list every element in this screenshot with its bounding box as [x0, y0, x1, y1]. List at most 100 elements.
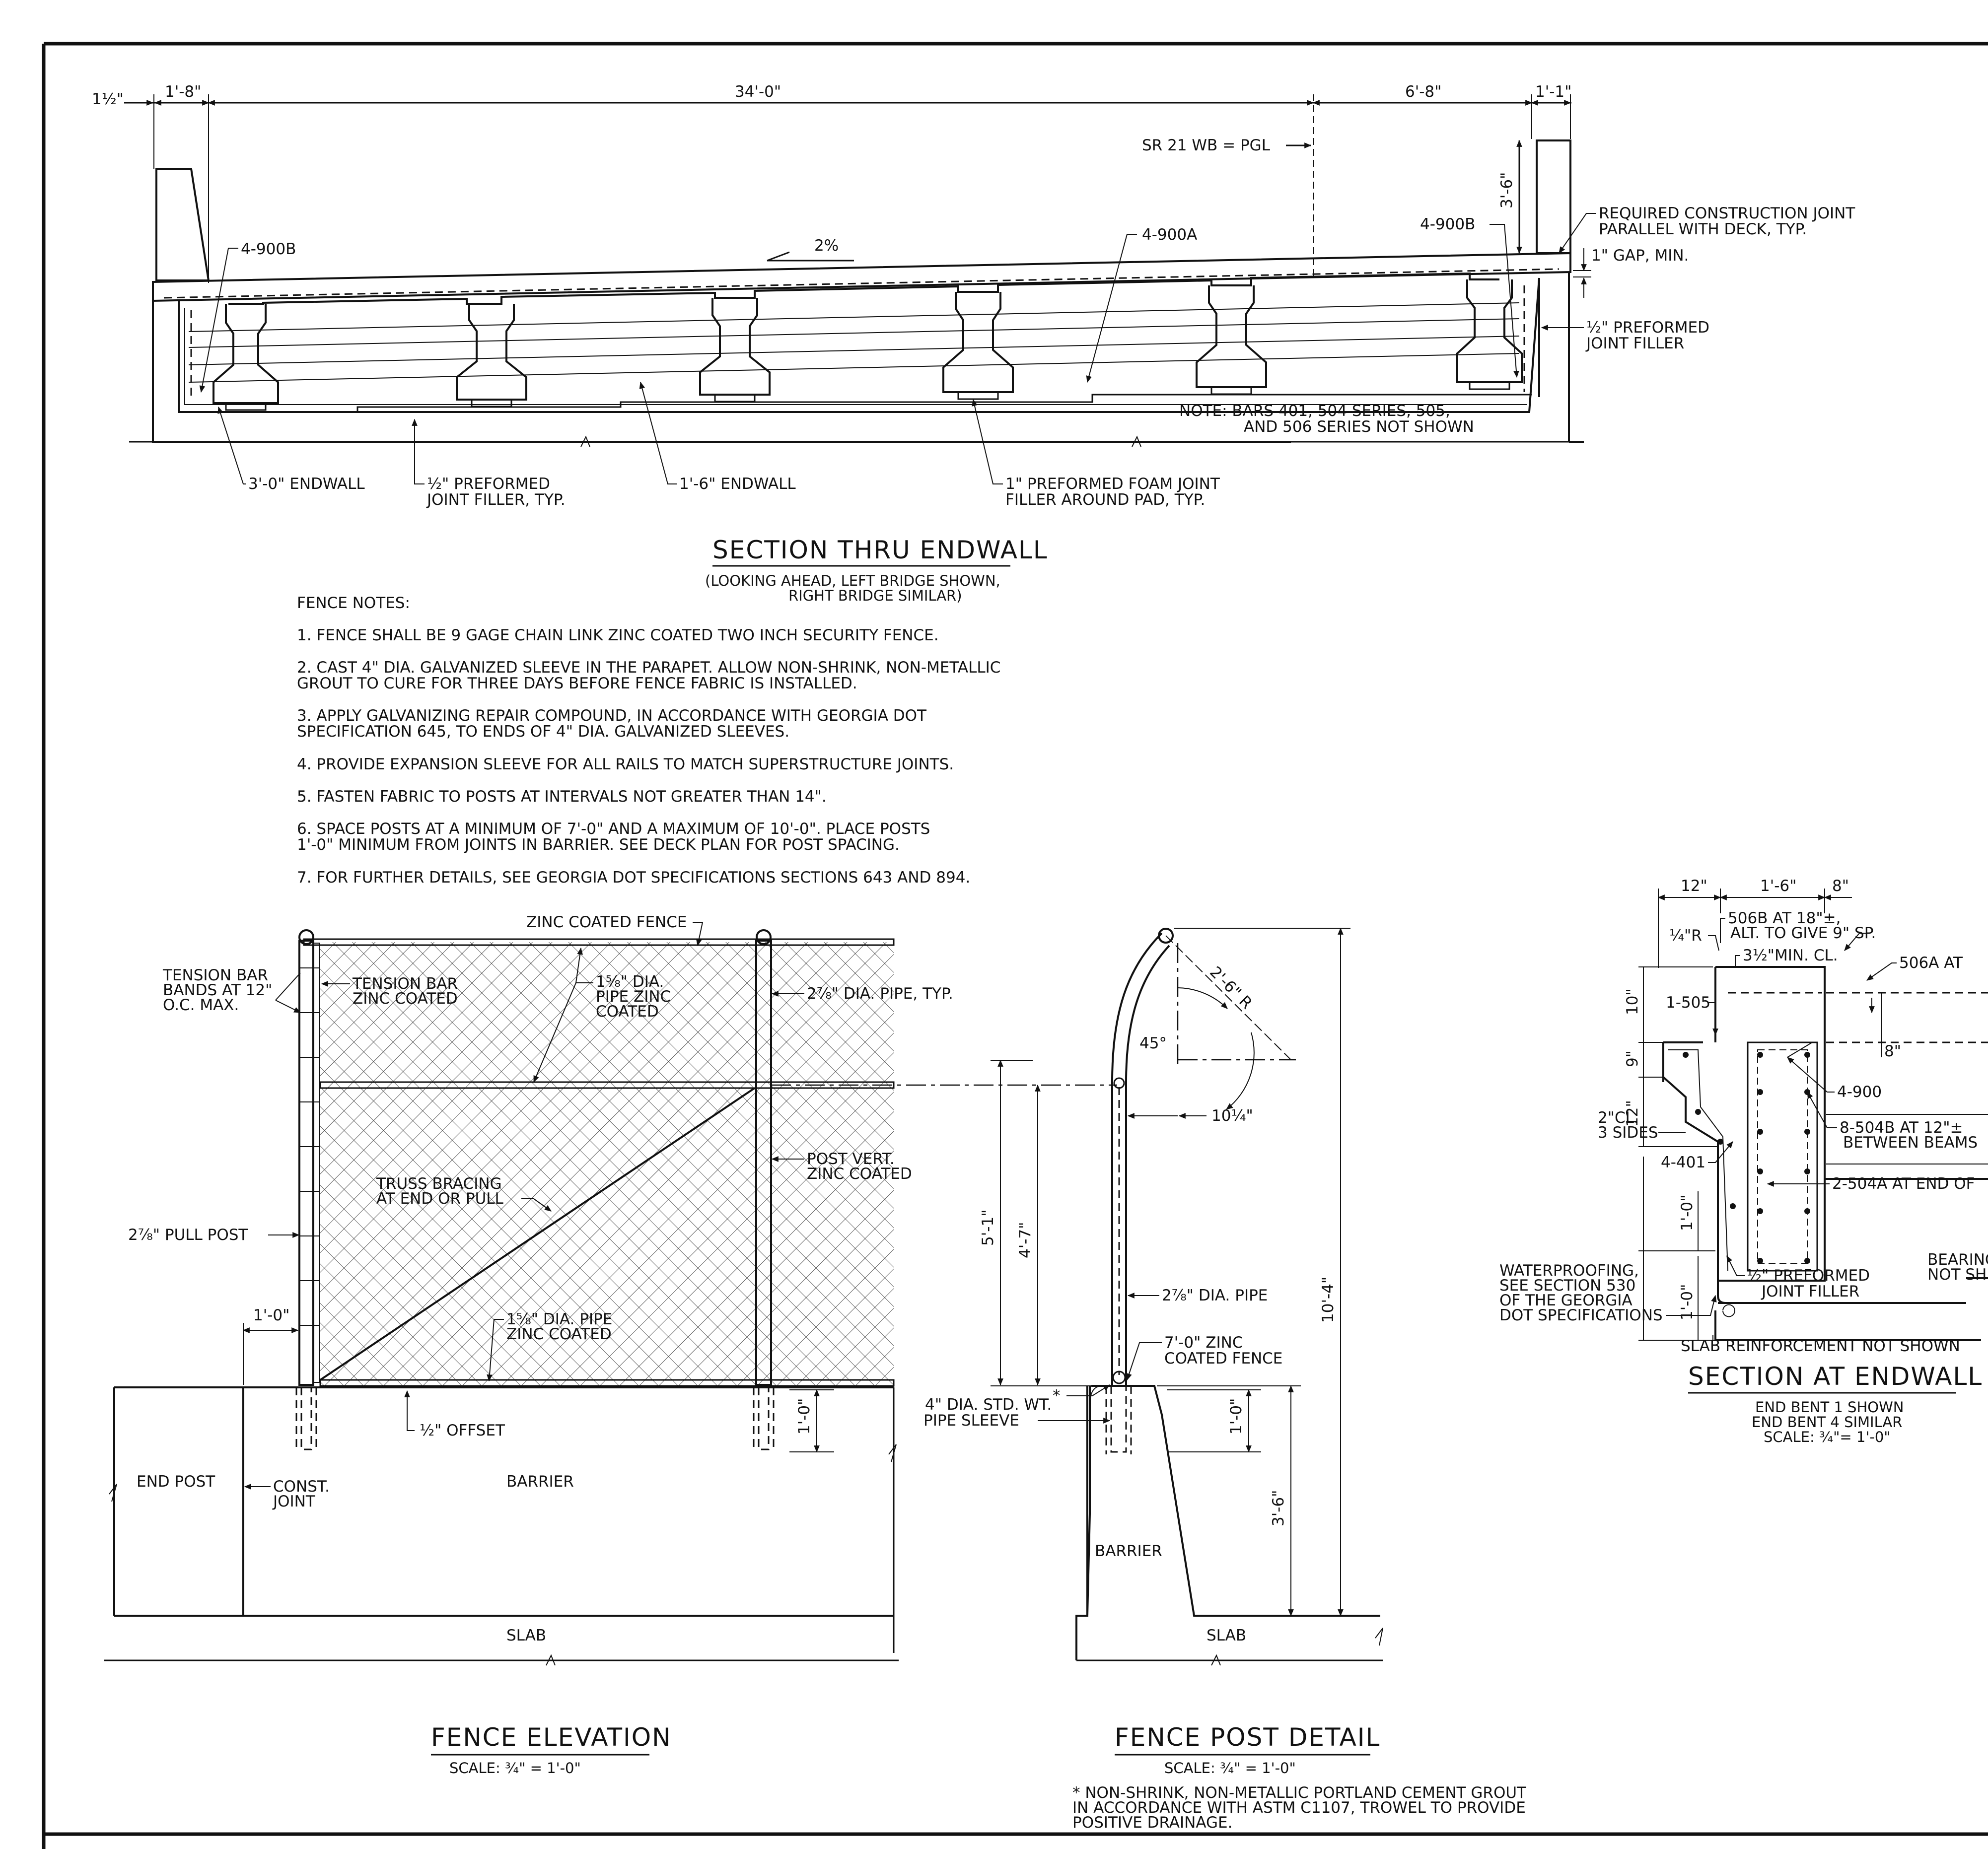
dim-10-4-label: 10'-4": [1319, 1277, 1337, 1323]
bar-900a-label: 4-900A: [1142, 226, 1197, 244]
bar505-label: 1-505: [1666, 994, 1710, 1012]
section-title: SECTION THRU ENDWALL: [712, 536, 1048, 564]
sheet-border: [42, 42, 1988, 1849]
fence-elevation: ZINC COATED FENCE TENSION BAR BANDS AT 1…: [104, 913, 1117, 1777]
fence-post-detail-title: FENCE POST DETAIL: [1115, 1723, 1380, 1752]
footnote-line: * NON-SHRINK, NON-METALLIC PORTLAND CEME…: [1072, 1784, 1527, 1802]
note-label-2: AND 506 SERIES NOT SHOWN: [1244, 418, 1474, 436]
note-line: 4. PROVIDE EXPANSION SLEEVE FOR ALL RAIL…: [297, 755, 954, 773]
waterproofing-label-3: OF THE GEORGIA: [1499, 1292, 1633, 1309]
const-joint-label-2: JOINT: [272, 1493, 316, 1510]
dim-10d-label: 1'-0": [1678, 1284, 1696, 1320]
fence-post-detail: 2'-6" R 45° 10¼" 5'-1" 4'-7" 10'-4" 2⅞" …: [923, 927, 1527, 1832]
zinc-fence-label: ZINC COATED FENCE: [526, 913, 687, 931]
note-line: 1'-0" MINIMUM FROM JOINTS IN BARRIER. SE…: [297, 836, 900, 854]
top-dimension-line: 1½" 1'-8" 34'-0" 6'-8" 1'-1": [92, 83, 1571, 283]
note-line: 6. SPACE POSTS AT A MINIMUM OF 7'-0" AND…: [297, 820, 930, 838]
waterproofing-label-2: SEE SECTION 530: [1499, 1277, 1635, 1295]
gap-label: 1" GAP, MIN.: [1591, 247, 1689, 265]
bar-900b-right-label: 4-900B: [1420, 215, 1475, 233]
radius-label: ¼"R: [1669, 927, 1702, 945]
section-at-endwall-sub-2: END BENT 4 SIMILAR: [1752, 1414, 1902, 1431]
filler-label-2: JOINT FILLER: [1761, 1283, 1859, 1301]
req-joint-label: REQUIRED CONSTRUCTION JOINT: [1599, 205, 1855, 222]
clear-label-2: 3 SIDES: [1598, 1124, 1658, 1142]
reinforcing-bars: [188, 285, 1525, 397]
waterproofing-label: WATERPROOFING,: [1499, 1262, 1639, 1280]
fence-label: 7'-0" ZINC: [1164, 1334, 1243, 1352]
angle-label: 45°: [1139, 1034, 1167, 1052]
fence-label-2: COATED FENCE: [1164, 1350, 1282, 1368]
dim-1-0-label: 1'-0": [1227, 1398, 1245, 1435]
note-line: 3. APPLY GALVANIZING REPAIR COMPOUND, IN…: [297, 707, 927, 725]
const-joint-label: CONST.: [273, 1478, 330, 1496]
bar900-label: 4-900: [1837, 1083, 1882, 1101]
pull-post: [298, 940, 314, 1386]
note-line: SPECIFICATION 645, TO ENDS OF 4" DIA. GA…: [297, 723, 789, 741]
foam-label-2: FILLER AROUND PAD, TYP.: [1005, 491, 1205, 509]
section-subtitle: (LOOKING AHEAD, LEFT BRIDGE SHOWN,: [705, 572, 1000, 589]
radius-label: 2'-6" R: [1206, 963, 1256, 1013]
note-line: 5. FASTEN FABRIC TO POSTS AT INTERVALS N…: [297, 788, 827, 806]
dim-16-label: 1'-6": [1760, 877, 1796, 895]
bar506a-label: 506A AT: [1899, 954, 1963, 972]
pipe158b-label-2: ZINC COATED: [506, 1325, 612, 1343]
dim-8-label: 8": [1832, 877, 1849, 895]
filler-label: ½" PREFORMED: [1586, 319, 1709, 337]
pgl-label: SR 21 WB = PGL: [1142, 137, 1271, 154]
dim-1-0b-label: 1'-0": [795, 1398, 813, 1435]
section-at-endwall-title: SECTION AT ENDWALL: [1688, 1362, 1983, 1391]
left-parapet: [155, 168, 210, 281]
bar-900b-left-label: 4-900B: [241, 240, 296, 258]
truss-label: TRUSS BRACING: [376, 1175, 502, 1193]
dim-12-label: 12": [1681, 877, 1707, 895]
dim-label: 34'-0": [735, 83, 781, 101]
pull-post-label: 2⅞" PULL POST: [128, 1226, 248, 1244]
req-joint-label-2: PARALLEL WITH DECK, TYP.: [1599, 220, 1807, 238]
offset-dim-label: 10¼": [1211, 1107, 1253, 1125]
pipe158b-label: 1⅝" DIA. PIPE: [506, 1310, 612, 1328]
waterproofing-label-4: DOT SPECIFICATIONS: [1499, 1306, 1663, 1324]
pipe158-label-2: PIPE ZINC: [596, 988, 671, 1006]
dim-3-6-label: 3'-6": [1270, 1490, 1287, 1526]
barrier-label: BARRIER: [506, 1473, 574, 1491]
note-line: 2. CAST 4" DIA. GALVANIZED SLEEVE IN THE…: [297, 659, 1000, 677]
pipe-label: 2⅞" DIA. PIPE: [1162, 1287, 1268, 1304]
dim-label: 6'-8": [1405, 83, 1441, 101]
filler-typ-label-2: JOINT FILLER, TYP.: [426, 491, 566, 509]
dim-label: 1½": [92, 90, 124, 108]
section-thru-endwall: 1½" 1'-8" 34'-0" 6'-8" 1'-1" SR 21 WB = …: [92, 83, 1855, 604]
pipe158-label: 1⅝" DIA.: [596, 973, 664, 991]
fence-notes-heading: FENCE NOTES:: [297, 594, 410, 612]
fence-elevation-title: FENCE ELEVATION: [431, 1723, 672, 1752]
slope-label: 2%: [814, 237, 839, 255]
right-parapet: [1536, 139, 1571, 254]
dim-label: 1'-8": [165, 83, 201, 101]
clear-label: 3½"MIN. CL.: [1743, 947, 1838, 964]
dim-4-7-label: 4'-7": [1016, 1222, 1034, 1258]
sleeve-label: 4" DIA. STD. WT.: [925, 1396, 1052, 1414]
dim-8b-label: 8": [1884, 1042, 1901, 1060]
footnote-line: IN ACCORDANCE WITH ASTM C1107, TROWEL TO…: [1072, 1799, 1526, 1817]
slab-label: SLAB: [506, 1627, 546, 1644]
bar504b-label-2: BETWEEN BEAMS: [1843, 1134, 1978, 1152]
tension-bar-label: TENSION BAR: [352, 975, 458, 993]
pipe278-typ-label: 2⅞" DIA. PIPE, TYP.: [807, 985, 953, 1003]
section-at-endwall-scale: SCALE: ¾"= 1'-0": [1764, 1429, 1891, 1445]
end-post-label: END POST: [137, 1473, 215, 1491]
dim-5-1-label: 5'-1": [979, 1210, 997, 1246]
note-label: NOTE: BARS 401, 504 SERIES, 505,: [1179, 402, 1450, 420]
note-line: 1. FENCE SHALL BE 9 GAGE CHAIN LINK ZINC…: [297, 626, 939, 644]
section-at-endwall-sub: END BENT 1 SHOWN: [1755, 1399, 1904, 1416]
note-line: GROUT TO CURE FOR THREE DAYS BEFORE FENC…: [297, 675, 857, 692]
truss-label-2: AT END OR PULL: [376, 1190, 504, 1208]
dim-12b-label: 12": [1624, 1100, 1641, 1127]
star-label: *: [1053, 1387, 1061, 1405]
height-dim-label: 3'-6": [1498, 172, 1516, 208]
fence-notes: FENCE NOTES: 1. FENCE SHALL BE 9 GAGE CH…: [297, 594, 1000, 887]
tension-bands-label: TENSION BAR: [162, 966, 268, 984]
deck-slab: [152, 252, 1571, 302]
bar506b-label-2: ALT. TO GIVE 9" SP.: [1730, 924, 1876, 942]
pipe158-label-3: COATED: [596, 1003, 659, 1021]
sleeve-label-2: PIPE SLEEVE: [923, 1412, 1019, 1430]
